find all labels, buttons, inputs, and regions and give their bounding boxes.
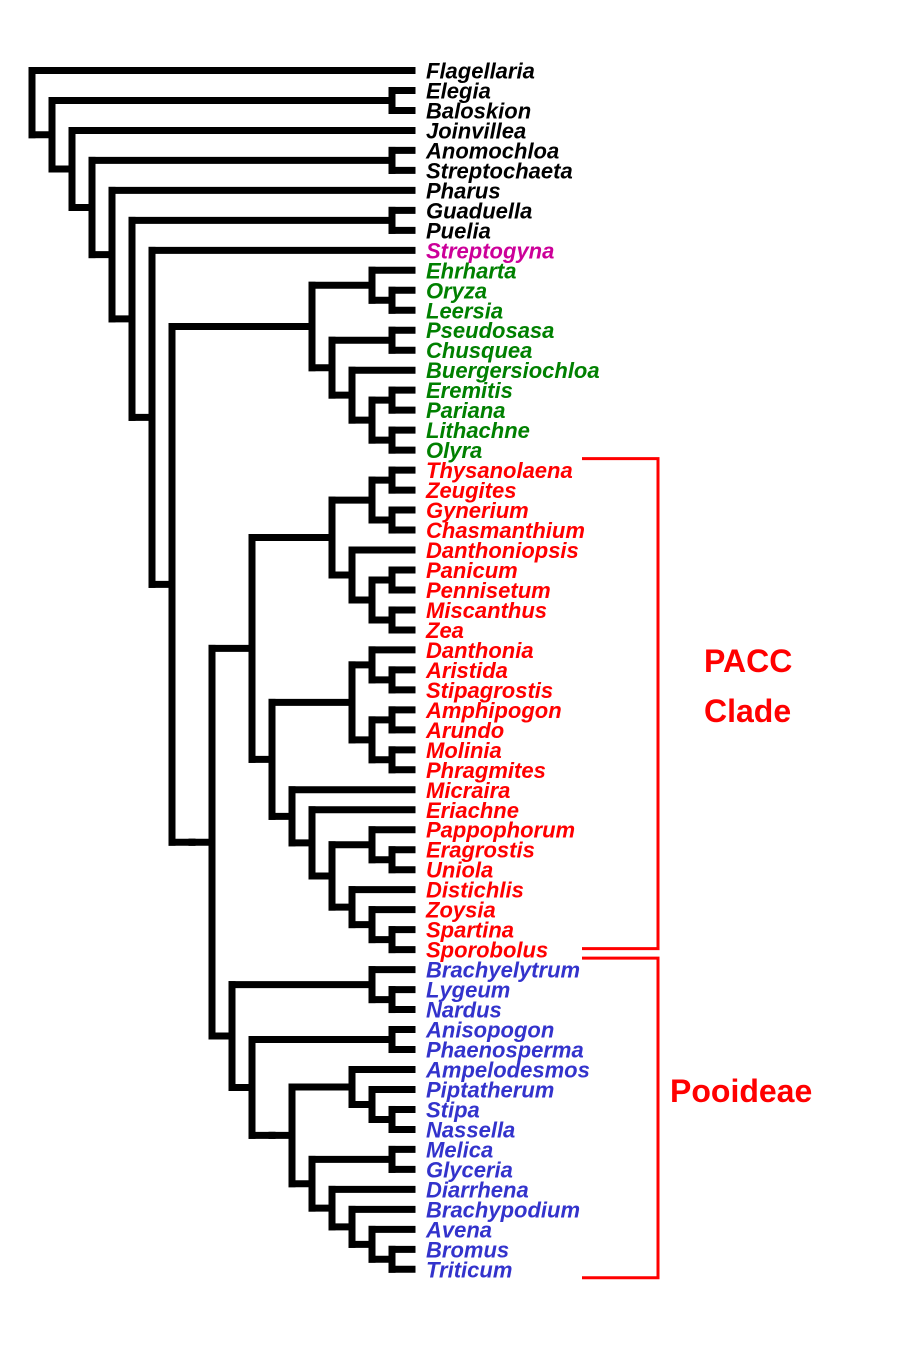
taxon-label-chasmanthium: Chasmanthium	[426, 518, 585, 543]
taxon-label-lithachne: Lithachne	[426, 418, 530, 443]
pacc-clade-label: PACC	[704, 643, 792, 679]
taxon-label-uniola: Uniola	[426, 858, 493, 883]
taxon-label-nassella: Nassella	[426, 1117, 515, 1142]
taxon-label-sporobolus: Sporobolus	[426, 938, 548, 963]
taxon-label-zeugites: Zeugites	[425, 478, 516, 503]
taxon-label-panicum: Panicum	[426, 558, 518, 583]
taxon-label-spartina: Spartina	[426, 918, 514, 943]
taxon-label-stipagrostis: Stipagrostis	[426, 678, 553, 703]
taxon-label-puelia: Puelia	[426, 218, 491, 243]
pacc-bracket	[582, 457, 660, 951]
taxon-label-amphipogon: Amphipogon	[425, 698, 562, 723]
taxon-label-molinia: Molinia	[426, 738, 502, 763]
taxon-label-joinvillea: Joinvillea	[426, 118, 526, 143]
tree-branches	[28, 67, 416, 1273]
taxon-label-brachyelytrum: Brachyelytrum	[426, 958, 580, 983]
taxon-label-flagellaria: Flagellaria	[426, 59, 535, 84]
taxon-label-danthonia: Danthonia	[426, 638, 534, 663]
taxon-label-baloskion: Baloskion	[426, 98, 531, 123]
taxon-label-miscanthus: Miscanthus	[426, 598, 547, 623]
taxon-label-distichlis: Distichlis	[426, 878, 524, 903]
taxon-label-pappophorum: Pappophorum	[426, 818, 575, 843]
taxon-label-leersia: Leersia	[426, 298, 503, 323]
pooideae-bracket	[582, 956, 660, 1280]
taxon-label-micraira: Micraira	[426, 778, 510, 803]
taxon-label-arundo: Arundo	[425, 718, 504, 743]
taxon-label-nardus: Nardus	[426, 998, 502, 1023]
taxon-label-piptatherum: Piptatherum	[426, 1077, 554, 1102]
taxon-label-ehrharta: Ehrharta	[426, 258, 516, 283]
taxon-label-phragmites: Phragmites	[426, 758, 546, 783]
taxon-label-pennisetum: Pennisetum	[426, 578, 551, 603]
taxon-label-pariana: Pariana	[426, 398, 506, 423]
taxon-label-eragrostis: Eragrostis	[426, 838, 535, 863]
taxon-label-zea: Zea	[425, 618, 464, 643]
taxon-label-anisopogon: Anisopogon	[425, 1018, 554, 1043]
taxon-label-zoysia: Zoysia	[425, 898, 496, 923]
taxon-label-buergersiochloa: Buergersiochloa	[426, 358, 600, 383]
taxon-label-guaduella: Guaduella	[426, 198, 532, 223]
taxon-label-streptochaeta: Streptochaeta	[426, 158, 573, 183]
taxon-label-elegia: Elegia	[426, 78, 491, 103]
taxon-label-ampelodesmos: Ampelodesmos	[425, 1058, 590, 1083]
taxon-label-eriachne: Eriachne	[426, 798, 519, 823]
taxon-label-pharus: Pharus	[426, 178, 501, 203]
taxon-label-triticum: Triticum	[426, 1257, 512, 1282]
taxon-label-avena: Avena	[425, 1217, 492, 1242]
taxon-label-melica: Melica	[426, 1137, 493, 1162]
taxon-label-oryza: Oryza	[426, 278, 487, 303]
taxon-label-stipa: Stipa	[426, 1097, 480, 1122]
taxon-labels: FlagellariaElegiaBaloskionJoinvilleaAnom…	[425, 59, 600, 1283]
taxon-label-danthoniopsis: Danthoniopsis	[426, 538, 579, 563]
taxon-label-eremitis: Eremitis	[426, 378, 513, 403]
pacc-clade-label: Clade	[704, 693, 791, 729]
taxon-label-bromus: Bromus	[426, 1237, 509, 1262]
taxon-label-olyra: Olyra	[426, 438, 482, 463]
taxon-label-chusquea: Chusquea	[426, 338, 532, 363]
taxon-label-gynerium: Gynerium	[426, 498, 529, 523]
taxon-label-anomochloa: Anomochloa	[425, 138, 559, 163]
taxon-label-diarrhena: Diarrhena	[426, 1177, 529, 1202]
taxon-label-streptogyna: Streptogyna	[426, 238, 554, 263]
pooideae-clade-label: Pooideae	[670, 1073, 812, 1109]
taxon-label-thysanolaena: Thysanolaena	[426, 458, 573, 483]
taxon-label-phaenosperma: Phaenosperma	[426, 1038, 584, 1063]
taxon-label-lygeum: Lygeum	[426, 978, 510, 1003]
taxon-label-glyceria: Glyceria	[426, 1157, 513, 1182]
taxon-label-brachypodium: Brachypodium	[426, 1197, 580, 1222]
taxon-label-aristida: Aristida	[425, 658, 508, 683]
taxon-label-pseudosasa: Pseudosasa	[426, 318, 554, 343]
